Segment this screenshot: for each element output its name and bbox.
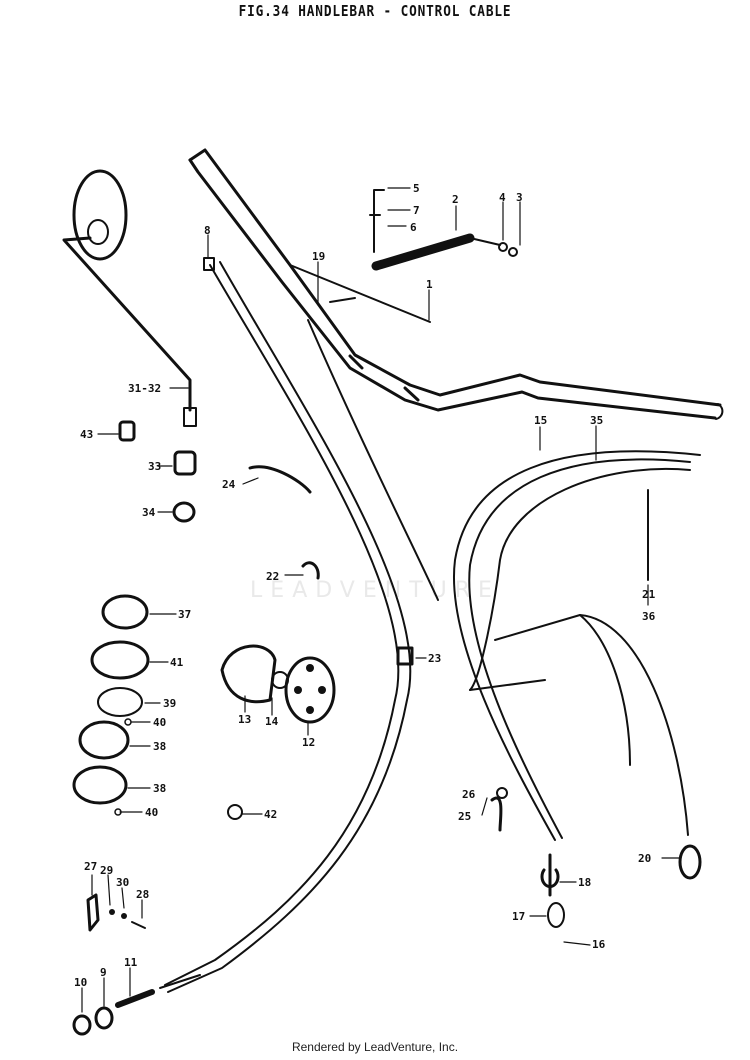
callout-37: 37 (178, 608, 191, 621)
switch-housing-parts[interactable] (220, 644, 336, 724)
callout-31-32: 31-32 (128, 382, 161, 395)
callout-43: 43 (80, 428, 93, 441)
callout-14: 14 (265, 715, 279, 728)
callout-23: 23 (428, 652, 441, 665)
callout-18: 18 (578, 876, 591, 889)
callout-40-b: 40 (145, 806, 158, 819)
control-cable-long[interactable] (164, 257, 439, 993)
callout-25: 25 (458, 810, 471, 823)
callout-22: 22 (266, 570, 279, 583)
callout-6: 6 (410, 221, 417, 234)
handlebar-part[interactable] (188, 148, 724, 420)
callout-26: 26 (462, 788, 476, 801)
figure-title: FIG.34 HANDLEBAR - CONTROL CABLE (238, 2, 512, 20)
callout-40-a: 40 (153, 716, 166, 729)
callout-35: 35 (590, 414, 603, 427)
callout-30: 30 (116, 876, 129, 889)
footer-credit: Rendered by LeadVenture, Inc. (291, 1040, 459, 1054)
callout-5: 5 (413, 182, 420, 195)
callout-27: 27 (84, 860, 97, 873)
watermark: LEADVENTURE (250, 578, 500, 603)
callout-16: 16 (592, 938, 606, 951)
cable-bundle-right[interactable] (453, 450, 702, 928)
callout-4: 4 (499, 191, 506, 204)
callout-41: 41 (170, 656, 184, 669)
callout-15: 15 (534, 414, 547, 427)
callout-2: 2 (452, 193, 459, 206)
callout-12: 12 (302, 736, 315, 749)
small-parts[interactable] (72, 297, 508, 1036)
callout-42: 42 (264, 808, 277, 821)
callout-38-a: 38 (153, 740, 166, 753)
callout-3: 3 (516, 191, 523, 204)
mirror-part[interactable] (62, 169, 197, 427)
callout-7: 7 (413, 204, 420, 217)
callout-33: 33 (148, 460, 161, 473)
callout-21: 21 (642, 588, 656, 601)
callout-17: 17 (512, 910, 525, 923)
throttle-housing-stack[interactable] (72, 594, 150, 816)
callout-11: 11 (124, 956, 138, 969)
callout-39: 39 (163, 697, 176, 710)
leader-lines (81, 187, 681, 1013)
callout-19: 19 (312, 250, 325, 263)
callout-36: 36 (642, 610, 656, 623)
mirror-adaptor-parts[interactable] (118, 420, 197, 523)
callout-29: 29 (100, 864, 113, 877)
callout-24: 24 (222, 478, 236, 491)
callout-13: 13 (238, 713, 251, 726)
throttle-grip-part[interactable] (369, 189, 518, 271)
callout-9: 9 (100, 966, 107, 979)
callout-8: 8 (204, 224, 211, 237)
callout-28: 28 (136, 888, 149, 901)
callout-20: 20 (638, 852, 651, 865)
callout-34: 34 (142, 506, 156, 519)
callout-1: 1 (426, 278, 433, 291)
callout-labels: 1 2 3 4 5 6 7 8 9 10 11 12 13 14 15 15 1… (74, 182, 656, 989)
callout-38-b: 38 (153, 782, 166, 795)
callout-10: 10 (74, 976, 87, 989)
